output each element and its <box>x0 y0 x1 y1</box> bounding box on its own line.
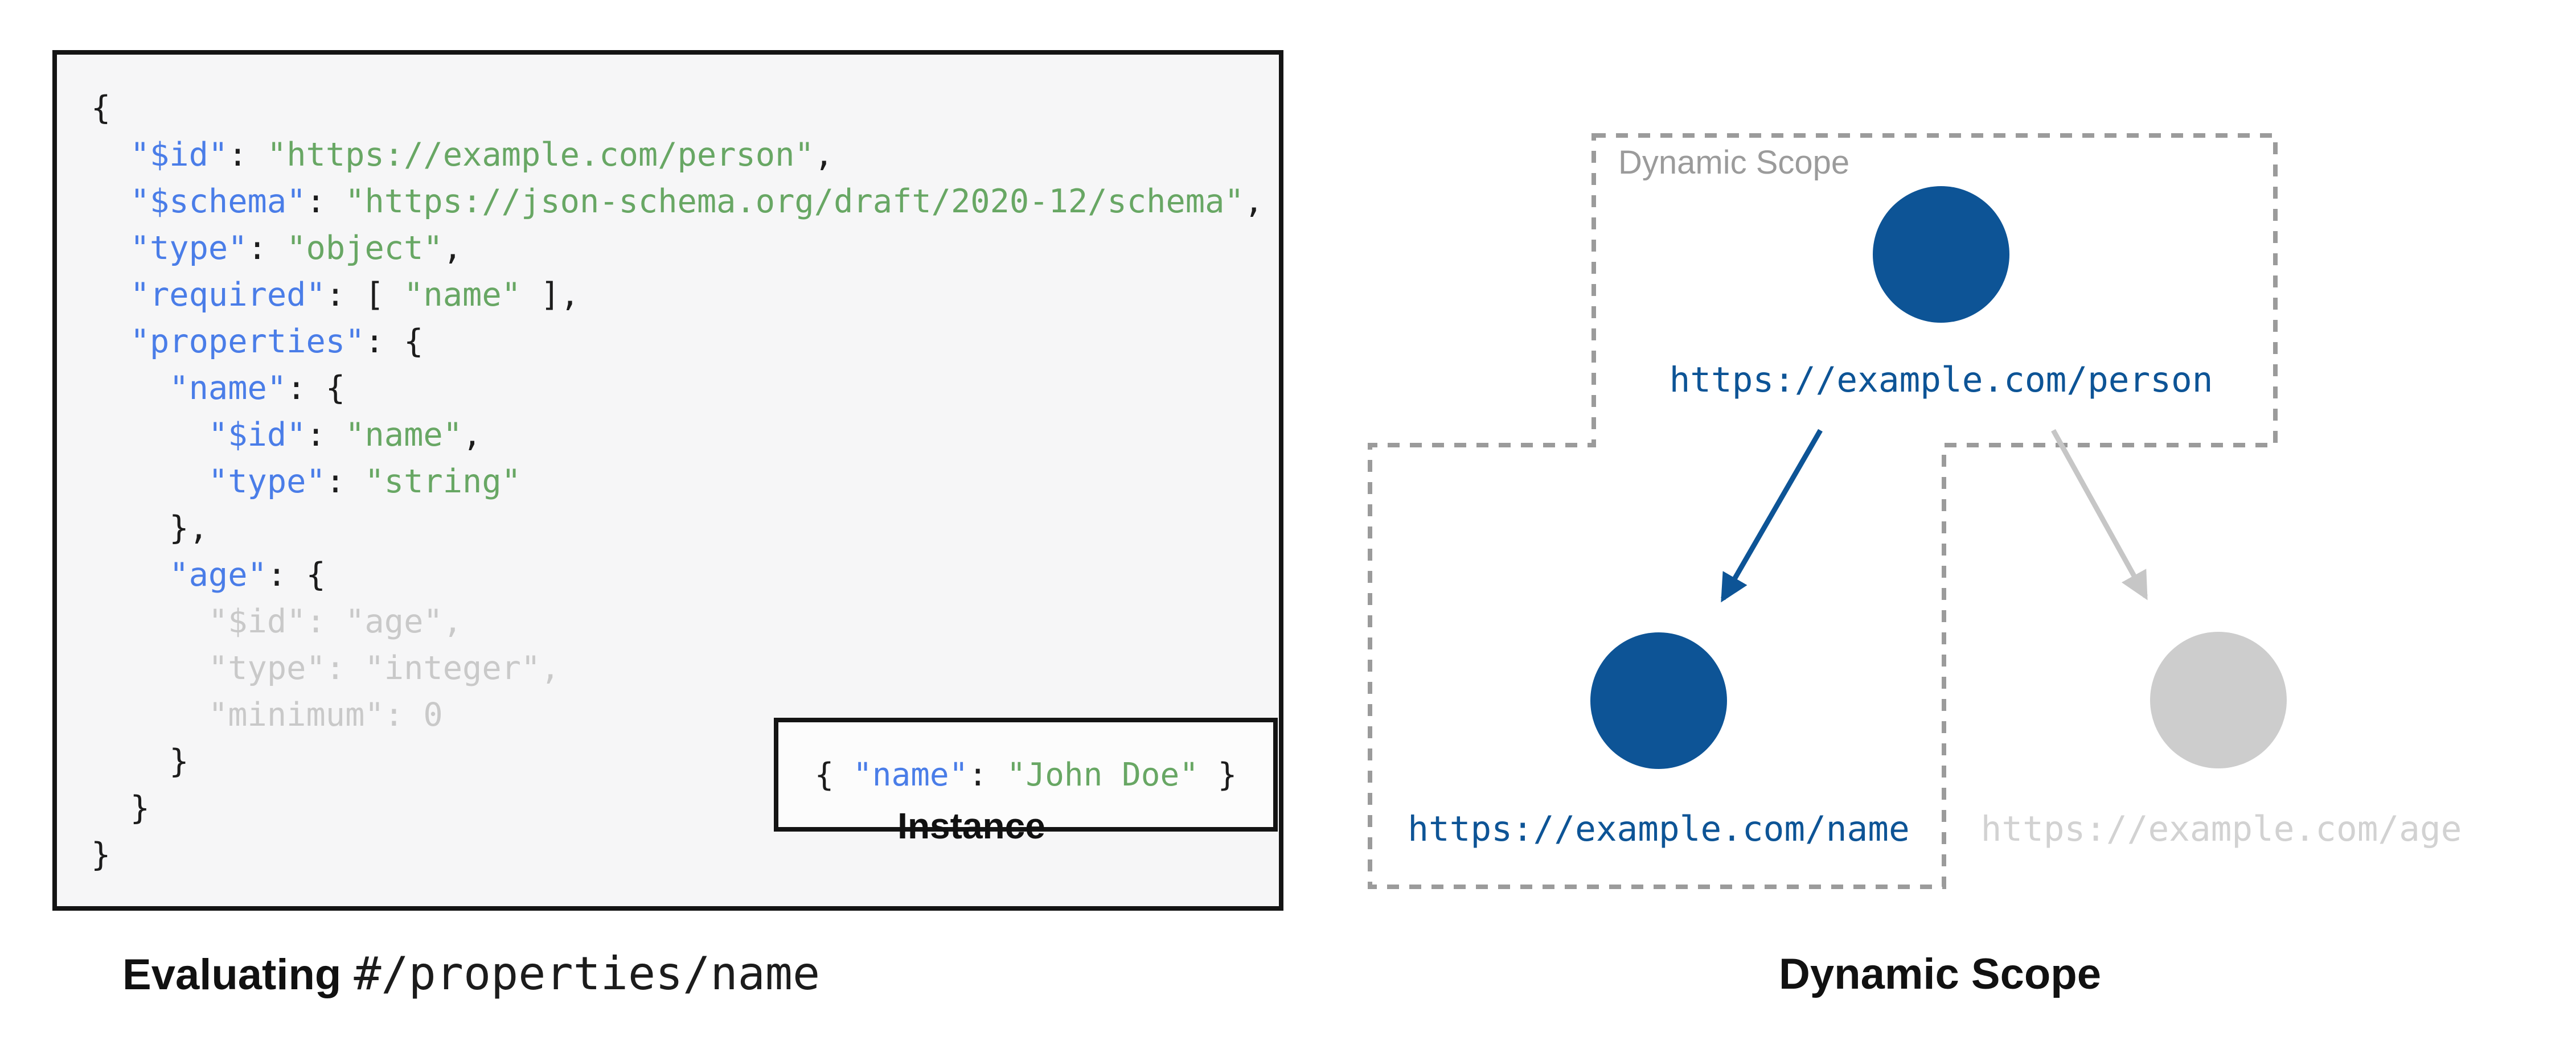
caption-evaluating: Evaluating #/properties/name <box>122 947 820 1000</box>
code-line: "$id": "name", <box>91 412 1279 458</box>
code-token: "$id": "age", <box>91 603 463 640</box>
code-token: "type": "integer", <box>91 649 560 687</box>
code-token: "https://example.com/person" <box>266 136 814 174</box>
code-line: } <box>91 832 1279 878</box>
caption-evaluating-word: Evaluating <box>122 951 342 999</box>
code-token: } <box>91 743 189 780</box>
code-token: { <box>91 89 111 127</box>
code-token: , <box>462 416 482 454</box>
code-token: "name" <box>404 276 521 314</box>
code-token: , <box>814 136 834 174</box>
code-token: { <box>814 756 854 793</box>
code-line: "minimum": 0 <box>91 692 1279 738</box>
code-token: "name" <box>853 756 969 793</box>
code-line: "name": { <box>91 365 1279 412</box>
person-url-label: https://example.com/person <box>1669 360 2213 400</box>
code-line: } <box>91 785 1279 832</box>
code-token: "required" <box>130 276 326 314</box>
code-token: "John Doe" <box>1006 756 1199 793</box>
code-line: "required": [ "name" ], <box>91 272 1279 318</box>
caption-dynamic-scope: Dynamic Scope <box>1779 950 2101 998</box>
schema-code: { "$id": "https://example.com/person", "… <box>57 55 1279 906</box>
code-line: "type": "integer", <box>91 645 1279 692</box>
code-token: }, <box>91 509 208 547</box>
code-token: } <box>91 836 111 874</box>
code-token: : [ <box>325 276 404 314</box>
code-line: "$id": "https://example.com/person", <box>91 131 1279 178</box>
code-token: "type" <box>130 229 248 267</box>
code-token: : <box>247 229 287 267</box>
code-token: , <box>1244 183 1264 220</box>
code-token: "$id" <box>130 136 228 174</box>
code-token: "name" <box>169 369 287 407</box>
code-token: "name" <box>345 416 463 454</box>
code-line: } <box>91 738 1279 785</box>
code-token: , <box>442 229 463 267</box>
arrow-person-to-age <box>2051 429 2148 600</box>
caption-json-pointer: #/properties/name <box>354 947 821 1000</box>
code-token: "$id" <box>208 416 306 454</box>
name-node-circle <box>1590 632 1727 769</box>
code-token: "string" <box>364 463 521 500</box>
code-line: "$id": "age", <box>91 598 1279 645</box>
code-line: "$schema": "https://json-schema.org/draf… <box>91 178 1279 225</box>
code-token: : { <box>286 369 346 407</box>
code-token: "type" <box>208 463 326 500</box>
dynamic-scope-outline <box>1368 133 2278 889</box>
code-token: : <box>968 756 1007 793</box>
instance-box: { "name": "John Doe" } <box>774 718 1278 832</box>
age-url-label: https://example.com/age <box>1980 809 2462 849</box>
instance-label: Instance <box>897 805 1045 846</box>
code-token: "https://json-schema.org/draft/2020-12/s… <box>345 183 1244 220</box>
code-token: "object" <box>286 229 443 267</box>
code-line: "properties": { <box>91 318 1279 365</box>
schema-code-panel: { "$id": "https://example.com/person", "… <box>52 50 1283 911</box>
code-line: }, <box>91 505 1279 552</box>
code-token: "$schema" <box>130 183 306 220</box>
name-url-label: https://example.com/name <box>1408 809 1910 849</box>
person-node-circle <box>1873 186 2009 323</box>
code-token: "properties" <box>130 323 365 360</box>
age-node-circle <box>2150 632 2287 768</box>
code-token: : <box>306 416 346 454</box>
code-token: ], <box>521 276 580 314</box>
code-line: "type": "string" <box>91 458 1279 505</box>
code-token: "minimum": 0 <box>91 696 443 734</box>
instance-code: { "name": "John Doe" } <box>815 756 1237 793</box>
code-line: "type": "object", <box>91 225 1279 272</box>
code-token: : <box>228 136 267 174</box>
code-line: "age": { <box>91 552 1279 598</box>
code-line: { <box>91 85 1279 131</box>
code-token: } <box>91 789 150 827</box>
dynamic-scope-region-label: Dynamic Scope <box>1618 144 1850 181</box>
code-token: } <box>1198 756 1237 793</box>
code-token: : { <box>266 556 326 594</box>
code-token: : { <box>364 323 424 360</box>
code-token: "age" <box>169 556 267 594</box>
code-token: : <box>325 463 365 500</box>
code-token: : <box>306 183 346 220</box>
arrow-person-to-name <box>1721 429 1823 603</box>
